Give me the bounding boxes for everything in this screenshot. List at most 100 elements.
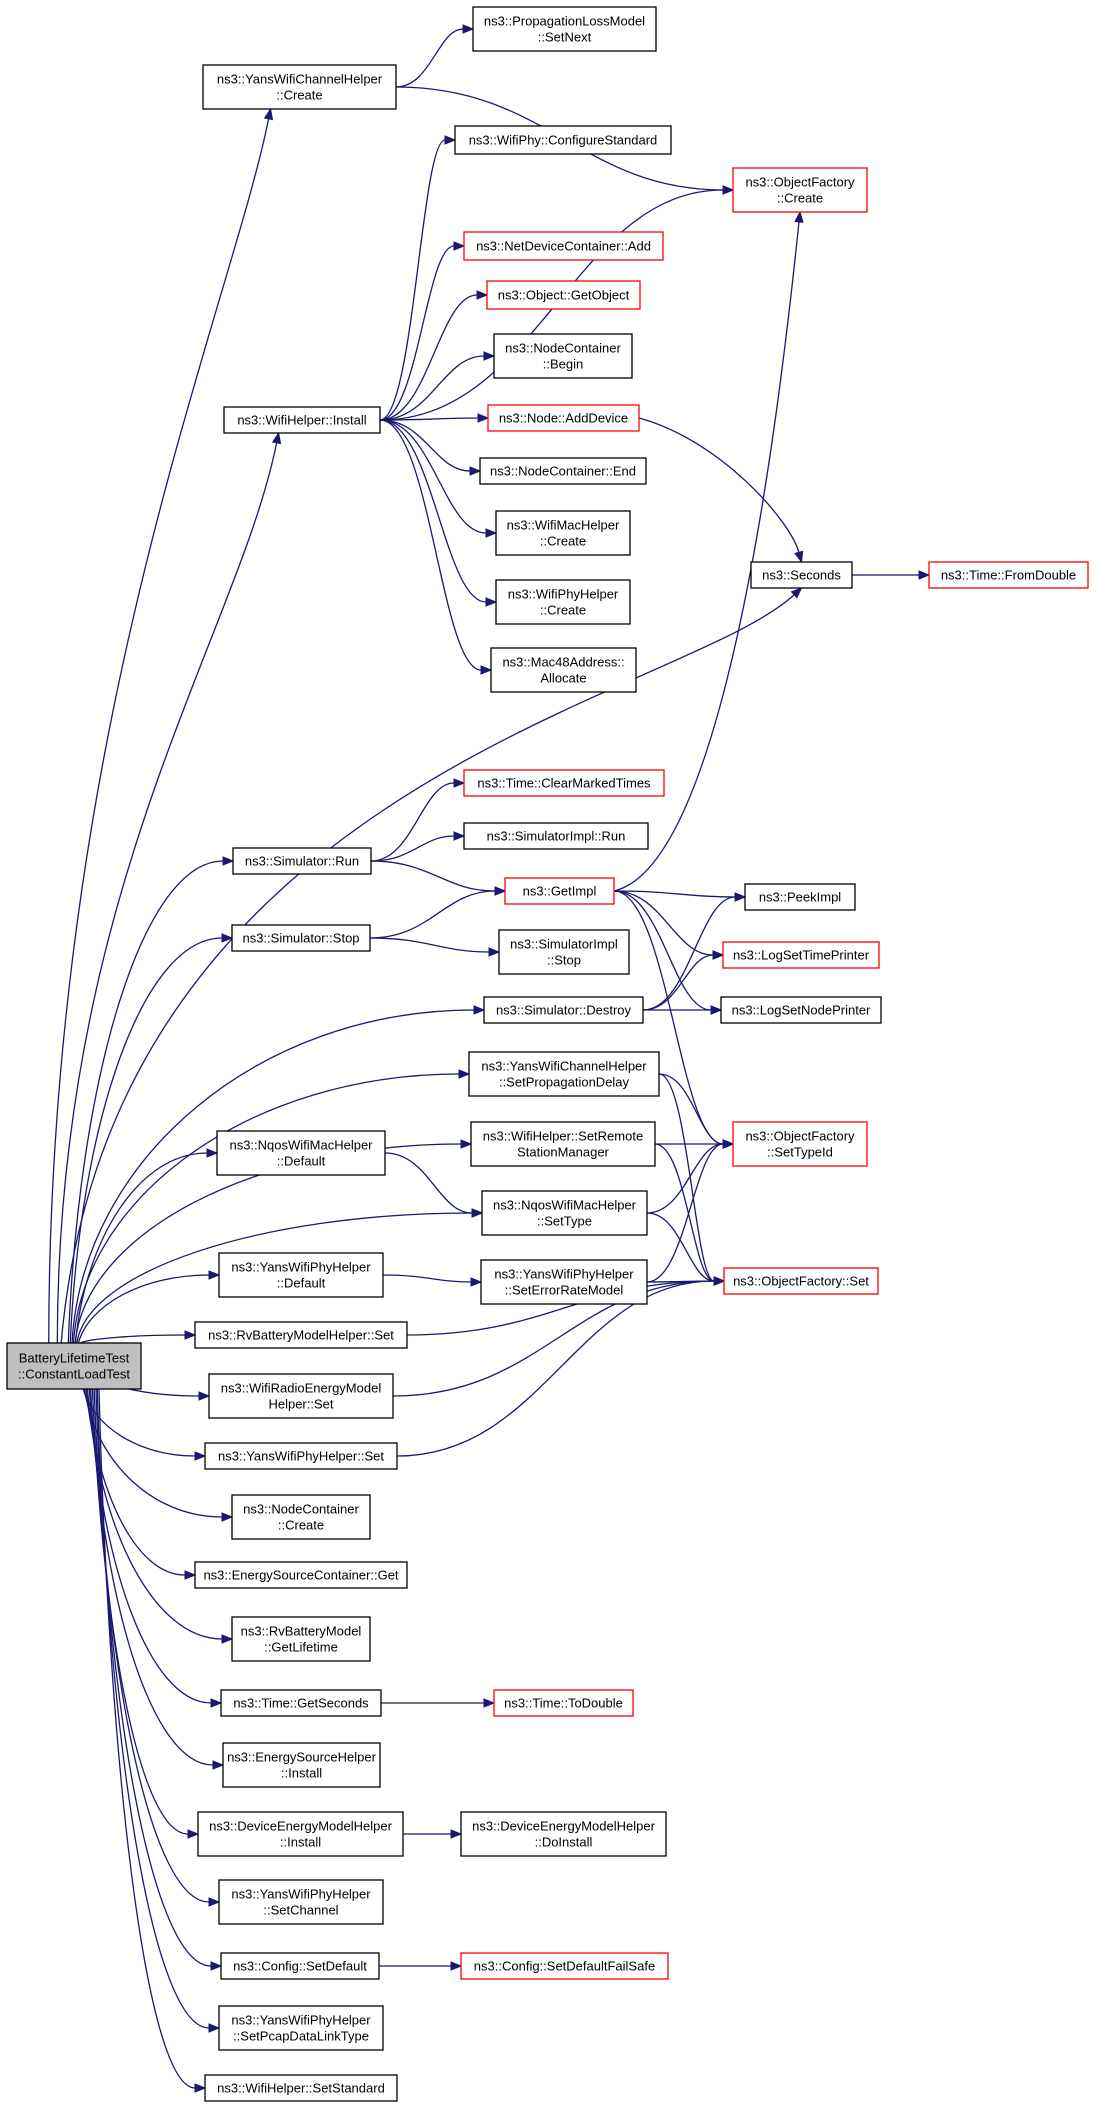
node-box xyxy=(486,280,641,310)
node-label: ::Create xyxy=(540,603,586,618)
function-node-seconds[interactable]: ns3::Seconds xyxy=(750,561,853,589)
function-node-yans-chan-create[interactable]: ns3::YansWifiChannelHelper::Create xyxy=(202,64,397,110)
function-node-sim-stop[interactable]: ns3::Simulator::Stop xyxy=(231,924,371,952)
node-label: ns3::EnergySourceContainer::Get xyxy=(203,1568,398,1583)
function-node-sim-impl-stop[interactable]: ns3::SimulatorImpl::Stop xyxy=(498,929,630,975)
function-node-time-clear-marked[interactable]: ns3::Time::ClearMarkedTimes xyxy=(463,769,665,797)
node-label: ns3::GetImpl xyxy=(523,884,597,899)
function-node-obj-fact-set[interactable]: ns3::ObjectFactory::Set xyxy=(723,1267,879,1295)
node-box xyxy=(470,1121,656,1167)
node-box xyxy=(202,64,397,110)
edge-root-to-sim-stop xyxy=(69,933,234,1344)
function-node-obj-get-object[interactable]: ns3::Object::GetObject xyxy=(486,280,641,310)
node-box xyxy=(204,2074,398,2102)
function-node-nqos-set-type[interactable]: ns3::NqosWifiMacHelper::SetType xyxy=(481,1190,648,1236)
node-label: ns3::YansWifiChannelHelper xyxy=(481,1059,647,1074)
function-node-dev-energy-install[interactable]: ns3::DeviceEnergyModelHelper::Install xyxy=(197,1811,404,1857)
function-node-time-from-double[interactable]: ns3::Time::FromDouble xyxy=(928,561,1089,589)
edge-yans-phy-set-to-obj-fact-set xyxy=(396,1276,726,1457)
edge-root-to-sim-run xyxy=(67,856,235,1344)
node-label: ns3::PropagationLossModel xyxy=(484,14,645,29)
node-label: ns3::YansWifiPhyHelper xyxy=(494,1267,634,1282)
function-node-log-set-time-printer[interactable]: ns3::LogSetTimePrinter xyxy=(722,941,880,969)
node-box xyxy=(498,929,630,975)
node-label: ::SetChannel xyxy=(263,1903,338,1918)
function-node-yans-phy-set-err[interactable]: ns3::YansWifiPhyHelper::SetErrorRateMode… xyxy=(480,1259,648,1305)
node-box xyxy=(490,647,637,693)
node-label: ns3::RvBatteryModelHelper::Set xyxy=(208,1328,394,1343)
function-node-wifi-helper-install[interactable]: ns3::WifiHelper::Install xyxy=(223,406,381,434)
function-node-energy-src-install[interactable]: ns3::EnergySourceHelper::Install xyxy=(222,1742,381,1788)
function-node-rv-batt-get-lifetime[interactable]: ns3::RvBatteryModel::GetLifetime xyxy=(231,1616,371,1662)
edge-layer xyxy=(48,24,931,2093)
node-label: ns3::Config::SetDefault xyxy=(233,1959,367,1974)
edge-wifi-helper-install-to-wifi-mac-helper-create xyxy=(379,419,498,538)
function-node-dev-energy-do-install[interactable]: ns3::DeviceEnergyModelHelper::DoInstall xyxy=(460,1811,667,1857)
function-node-sim-impl-run[interactable]: ns3::SimulatorImpl::Run xyxy=(463,822,649,850)
edge-sim-destroy-to-log-set-node-printer xyxy=(643,1005,723,1015)
function-node-wifi-phy-config[interactable]: ns3::WifiPhy::ConfigureStandard xyxy=(454,125,672,155)
node-box xyxy=(744,883,856,911)
node-label: ::SetPcapDataLinkType xyxy=(233,2029,369,2044)
function-node-config-set-default-fail-safe[interactable]: ns3::Config::SetDefaultFailSafe xyxy=(460,1952,669,1980)
node-label: ::SetType xyxy=(537,1214,592,1229)
function-node-yans-phy-default[interactable]: ns3::YansWifiPhyHelper::Default xyxy=(218,1252,384,1298)
edge-config-set-default-to-config-set-default-fail-safe xyxy=(379,1961,463,1971)
function-node-yans-phy-set[interactable]: ns3::YansWifiPhyHelper::Set xyxy=(204,1442,398,1470)
edge-root-to-wifi-set-standard xyxy=(98,1388,207,2093)
node-label: ns3::EnergySourceHelper xyxy=(227,1750,377,1765)
node-box xyxy=(197,1811,404,1857)
function-node-config-set-default[interactable]: ns3::Config::SetDefault xyxy=(220,1952,380,1980)
node-box xyxy=(722,941,880,969)
function-node-time-get-seconds[interactable]: ns3::Time::GetSeconds xyxy=(220,1689,382,1717)
node-label: ::Create xyxy=(540,534,586,549)
function-node-node-cont-create[interactable]: ns3::NodeContainer::Create xyxy=(231,1494,371,1540)
node-label: ns3::Config::SetDefaultFailSafe xyxy=(474,1959,655,1974)
function-node-wifi-set-standard[interactable]: ns3::WifiHelper::SetStandard xyxy=(204,2074,398,2102)
function-node-sim-destroy[interactable]: ns3::Simulator::Destroy xyxy=(483,996,644,1024)
root-function-node[interactable]: BatteryLifetimeTest::ConstantLoadTest xyxy=(6,1342,142,1390)
node-box xyxy=(493,1689,634,1717)
function-node-rv-batt-set[interactable]: ns3::RvBatteryModelHelper::Set xyxy=(194,1321,408,1349)
node-label: ::Create xyxy=(777,191,823,206)
function-node-mac48-allocate[interactable]: ns3::Mac48Address::Allocate xyxy=(490,647,637,693)
node-box xyxy=(483,996,644,1024)
node-label: ns3::Time::GetSeconds xyxy=(233,1696,369,1711)
function-node-peek-impl[interactable]: ns3::PeekImpl xyxy=(744,883,856,911)
function-node-nqos-default[interactable]: ns3::NqosWifiMacHelper::Default xyxy=(216,1130,386,1176)
function-node-node-add-device[interactable]: ns3::Node::AddDevice xyxy=(487,404,640,432)
function-node-prop-set-next[interactable]: ns3::PropagationLossModel::SetNext xyxy=(472,6,657,52)
node-layer: BatteryLifetimeTest::ConstantLoadTestns3… xyxy=(6,6,1089,2102)
function-node-yans-phy-set-pcap[interactable]: ns3::YansWifiPhyHelper::SetPcapDataLinkT… xyxy=(218,2005,384,2051)
function-node-energy-src-cont-get[interactable]: ns3::EnergySourceContainer::Get xyxy=(194,1561,408,1589)
node-label: ns3::NodeContainer xyxy=(505,341,621,356)
function-node-net-dev-add[interactable]: ns3::NetDeviceContainer::Add xyxy=(463,231,664,261)
edge-wifi-helper-install-to-net-dev-add xyxy=(379,241,466,421)
node-label: ns3::YansWifiPhyHelper::Set xyxy=(218,1449,384,1464)
node-box xyxy=(194,1561,408,1589)
function-node-wifi-phy-helper-create[interactable]: ns3::WifiPhyHelper::Create xyxy=(495,579,631,625)
function-node-get-impl[interactable]: ns3::GetImpl xyxy=(504,877,615,905)
function-node-time-to-double[interactable]: ns3::Time::ToDouble xyxy=(493,1689,634,1717)
function-node-yans-chan-set-prop[interactable]: ns3::YansWifiChannelHelper::SetPropagati… xyxy=(468,1051,660,1097)
function-node-node-cont-begin[interactable]: ns3::NodeContainer::Begin xyxy=(493,333,633,379)
function-node-wifi-mac-helper-create[interactable]: ns3::WifiMacHelper::Create xyxy=(495,510,631,556)
node-label: ns3::RvBatteryModel xyxy=(241,1624,362,1639)
node-box xyxy=(194,1321,408,1349)
edge-yans-chan-set-prop-to-obj-fact-set xyxy=(658,1073,726,1286)
edge-wifi-helper-install-to-node-add-device xyxy=(379,413,490,423)
function-node-obj-fact-create[interactable]: ns3::ObjectFactory::Create xyxy=(732,167,868,213)
function-node-obj-fact-set-type-id[interactable]: ns3::ObjectFactory::SetTypeId xyxy=(732,1121,868,1167)
function-node-yans-phy-set-channel[interactable]: ns3::YansWifiPhyHelper::SetChannel xyxy=(218,1879,384,1925)
node-label: ns3::Time::ClearMarkedTimes xyxy=(477,776,651,791)
node-box xyxy=(928,561,1089,589)
node-label: ::Create xyxy=(276,88,322,103)
node-label: ns3::ObjectFactory xyxy=(745,1129,855,1144)
function-node-log-set-node-printer[interactable]: ns3::LogSetNodePrinter xyxy=(720,996,882,1024)
function-node-sim-run[interactable]: ns3::Simulator::Run xyxy=(232,847,372,875)
function-node-node-cont-end[interactable]: ns3::NodeContainer::End xyxy=(479,457,647,485)
